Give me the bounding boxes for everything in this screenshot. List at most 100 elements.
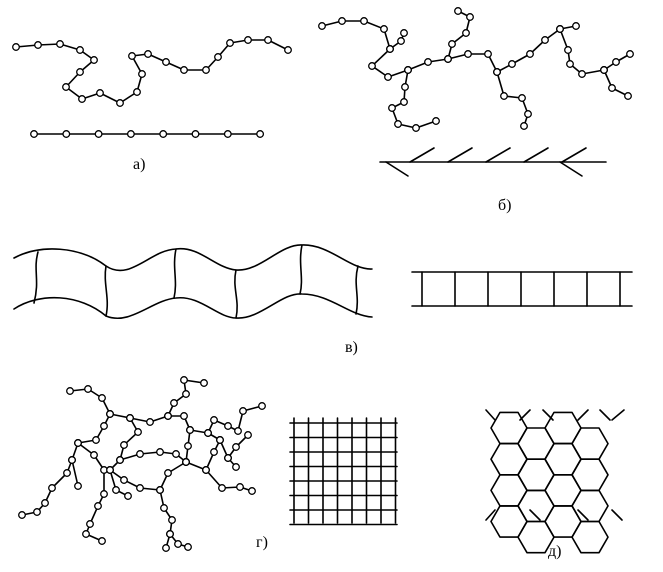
- chain-b-branch-atom: [564, 46, 572, 54]
- network-strand-bond: [109, 469, 161, 491]
- network-strand-atom: [160, 504, 168, 512]
- network-strand-atom: [100, 490, 108, 498]
- network-strand-atom: [180, 376, 188, 384]
- chain-a-straight-atom: [159, 130, 168, 138]
- network-strand-atom: [66, 387, 74, 395]
- chain-b-branch-atom: [394, 120, 402, 128]
- chain-b-branch-atom: [493, 68, 501, 76]
- label-a: а): [133, 156, 145, 173]
- network-coiled: [18, 376, 266, 552]
- chain-b-main-atom: [384, 73, 392, 81]
- label-d: д): [548, 543, 561, 560]
- network-strand-atom: [218, 484, 226, 492]
- network-strand-atom: [232, 443, 240, 451]
- chain-a-atom: [180, 66, 188, 74]
- network-strand-atom: [166, 530, 174, 538]
- chain-a-straight-atom: [256, 130, 265, 138]
- chain-a-atom: [62, 83, 70, 91]
- chain-a-atom: [116, 99, 124, 107]
- network-strand-atom: [224, 454, 232, 462]
- panel-b-branched: б): [318, 7, 634, 214]
- network-strand-atom: [156, 448, 164, 456]
- ladder-schematic: [411, 271, 633, 307]
- chain-b-branch-atom: [566, 60, 574, 68]
- hex-stub: [485, 509, 496, 521]
- network-strand-atom: [120, 441, 128, 449]
- chain-b-main-atom: [424, 58, 432, 66]
- network-strand-atom: [82, 530, 90, 538]
- network-strand-atom: [210, 448, 218, 456]
- network-strand-atom: [124, 492, 132, 500]
- network-strand-atom: [164, 469, 172, 477]
- network-strand-atom: [172, 450, 180, 458]
- chain-b-branch-atom: [520, 122, 528, 130]
- network-strand-atom: [162, 544, 170, 552]
- network-strand-atom: [239, 407, 247, 415]
- chain-b-branch-atom: [432, 117, 440, 125]
- chain-a-atom: [226, 39, 234, 47]
- chain-a-straight-atom: [62, 130, 71, 138]
- chain-b-main-atom: [484, 50, 492, 58]
- network-strand-atom: [98, 394, 106, 402]
- chain-b-branch-atom: [401, 83, 409, 91]
- chain-b-branch-atom: [400, 29, 408, 37]
- chain-b-main-atom: [572, 22, 580, 30]
- network-strand-atom: [74, 439, 82, 447]
- chain-a-atom: [78, 95, 86, 103]
- chain-b-branch-atom: [400, 98, 408, 106]
- chain-a-atom: [162, 58, 170, 66]
- chain-a-atom: [144, 50, 152, 58]
- chain-b-branch-atom: [386, 45, 394, 53]
- panel-d-hexagonal: [485, 409, 625, 554]
- chain-b-branch-atom: [462, 29, 470, 37]
- chain-a-straight-atom: [223, 130, 232, 138]
- linear-chain-coiled: [12, 36, 292, 107]
- chain-b-branch-atom: [600, 66, 608, 74]
- network-strand-atom: [236, 483, 244, 491]
- network-strand-atom: [182, 458, 190, 466]
- network-strand-atom: [48, 484, 56, 492]
- network-strand-atom: [136, 484, 144, 492]
- branched-chain-coiled: [318, 7, 634, 132]
- chain-a-atom: [76, 68, 84, 76]
- network-strand-atom: [210, 416, 218, 424]
- chain-a-atom: [56, 40, 64, 48]
- chain-a-atom: [90, 56, 98, 64]
- chain-b-main-atom: [360, 17, 368, 25]
- network-strand-atom: [184, 442, 192, 450]
- network-strand-atom: [112, 486, 120, 494]
- chain-a-atom: [133, 88, 141, 96]
- hex-cell: [571, 427, 609, 461]
- chain-b-branch-bond: [391, 69, 437, 129]
- chain-a-atom: [128, 52, 136, 60]
- chain-b-branch-atom: [397, 37, 405, 45]
- network-strand-atom: [126, 414, 134, 422]
- chain-b-branch-atom: [466, 13, 474, 21]
- chain-b-main-atom: [368, 62, 376, 70]
- network-strand-atom: [18, 511, 26, 519]
- chain-b-main-bond: [321, 20, 577, 78]
- chain-b-branch-atom: [448, 40, 456, 48]
- chain-a-straight-atom: [191, 130, 200, 138]
- network-strand-atom: [41, 499, 49, 507]
- network-strand-atom: [184, 543, 192, 551]
- network-strand-bond: [205, 469, 253, 492]
- network-strand-atom: [174, 540, 182, 548]
- hex-stub: [611, 409, 625, 421]
- network-strand-atom: [224, 422, 232, 430]
- label-b: б): [498, 197, 511, 214]
- hex-stub: [529, 509, 541, 521]
- network-strand-atom: [216, 436, 224, 444]
- chain-b-branch-atom: [524, 110, 532, 118]
- chain-a-straight-atom: [126, 130, 135, 138]
- network-strand-atom: [204, 429, 212, 437]
- network-strand-atom: [84, 385, 92, 393]
- chain-a-straight-atom: [30, 130, 38, 138]
- hex-stub: [542, 409, 554, 421]
- network-strand-atom: [33, 508, 41, 516]
- chain-b-branch-atom: [454, 7, 462, 15]
- network-strand-bond: [167, 379, 205, 417]
- chain-b-branch-atom: [500, 92, 508, 100]
- network-strand-atom: [100, 422, 108, 430]
